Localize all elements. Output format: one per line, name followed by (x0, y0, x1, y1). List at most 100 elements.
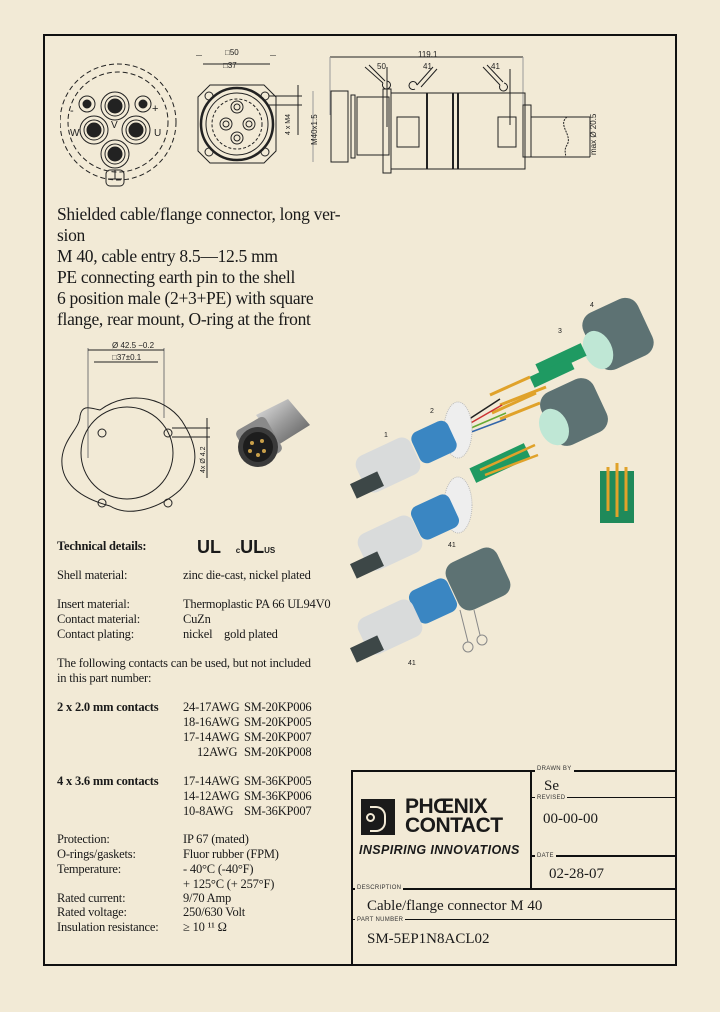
dim-cable: max Ø 20.5 (589, 113, 598, 155)
assembly-wrench-label-2: 41 (408, 660, 416, 667)
spec-label: Temperature: (57, 862, 122, 876)
spec-value: CuZn (183, 612, 211, 626)
pin-label-plus: + (152, 103, 158, 115)
spec-label: Contact plating: (57, 627, 134, 641)
contact-group-name: 4 x 3.6 mm contacts (57, 774, 159, 788)
spec-value: 250/630 Volt (183, 905, 246, 919)
title-block-divider (532, 855, 677, 857)
dim-cutout-square: □37±0.1 (112, 353, 142, 362)
description-line: M 40, cable entry 8.5—12.5 mm (57, 246, 278, 266)
spec-label: Rated voltage: (57, 905, 127, 919)
side-view-drawing: 50 41 41 M40x1.5 max Ø 20.5 (310, 56, 598, 174)
spec-value: zinc die-cast, nickel plated (183, 568, 311, 582)
description-line: PE connecting earth pin to the shell (57, 267, 296, 287)
dim-thread: M40x1.5 (310, 114, 319, 145)
contact-part: SM-20KP005 (244, 715, 312, 729)
description-line: 6 position male (2+3+PE) with square (57, 288, 314, 308)
assembly-label-3: 3 (558, 328, 562, 335)
contact-awg: 10-8AWG (183, 804, 234, 818)
contact-awg: 17-14AWG (183, 730, 240, 744)
spec-value: ≥ 10 ¹¹ Ω (183, 920, 227, 934)
cul-us-mark: US (264, 546, 276, 555)
phoenix-logo-icon (361, 799, 395, 835)
ul-logo-icon: UL (197, 537, 221, 557)
dim-overall-length: 119.1 (418, 50, 438, 59)
dim-outer-square: □50 (225, 48, 239, 57)
assembly-exploded-illustration: 1 2 3 4 41 41 (350, 297, 654, 667)
description-line: Shielded cable/flange connector, long ve… (57, 204, 341, 224)
panel-cutout-drawing: 4x Ø 4.2 (61, 348, 210, 512)
dim-cutout-holes: 4x Ø 4.2 (200, 446, 207, 473)
wrench-size-1: 50 (377, 62, 386, 71)
pin-label-v: V (111, 120, 118, 131)
company-logo-text: PHŒNIX CONTACT (405, 795, 503, 837)
product-description: Shielded cable/flange connector, long ve… (57, 204, 357, 330)
title-block-divider (351, 919, 677, 920)
dim-cutout-diameter: Ø 42.5 −0.2 (112, 341, 155, 350)
spec-label: O-rings/gaskets: (57, 847, 136, 861)
description-line: sion (57, 225, 85, 245)
assembly-label-2: 2 (430, 408, 434, 415)
contact-part: SM-36KP006 (244, 789, 312, 803)
contact-awg: 12AWG (197, 745, 238, 759)
title-block-divider (530, 770, 532, 888)
logo-line-1: PHŒNIX (405, 795, 488, 818)
drawn-by-value: Se (544, 778, 559, 794)
pin-label-u: U (154, 128, 161, 139)
revised-label: REVISED (535, 795, 568, 801)
assembly-label-4: 4 (590, 302, 594, 309)
contact-awg: 24-17AWG (183, 700, 240, 714)
contact-part: SM-20KP006 (244, 700, 312, 714)
contact-part: SM-36KP005 (244, 774, 312, 788)
dim-inner-square: □37 (223, 61, 237, 70)
spec-label: Contact material: (57, 612, 141, 626)
drawn-by-label: DRAWN BY (535, 766, 574, 772)
wrench-size-2: 41 (423, 62, 432, 71)
revised-value: 00-00-00 (543, 811, 598, 827)
title-block-divider (351, 888, 677, 890)
connector-photo (236, 399, 310, 467)
spec-value: Fluor rubber (FPM) (183, 847, 279, 861)
contact-group-name: 2 x 2.0 mm contacts (57, 700, 159, 714)
spec-value: nickel gold plated (183, 627, 278, 641)
spec-label: Shell material: (57, 568, 128, 582)
contacts-intro-line: The following contacts can be used, but … (57, 656, 311, 670)
description-label: DESCRIPTION (355, 885, 404, 891)
part-number-value: SM-5EP1N8ACL02 (367, 931, 490, 947)
logo-line-2: CONTACT (405, 814, 503, 837)
front-pin-view-drawing: - + W V U (60, 63, 177, 187)
spec-value: - 40°C (-40°F) (183, 862, 254, 876)
contacts-intro-line: in this part number: (57, 671, 152, 685)
spec-value: 9/70 Amp (183, 891, 232, 905)
wrench-size-3: 41 (491, 62, 500, 71)
date-label: DATE (535, 853, 556, 859)
dim-mounting-holes: 4 x M4 (285, 114, 292, 135)
spec-label: Insulation resistance: (57, 920, 159, 934)
spec-value: + 125°C (+ 257°F) (183, 877, 275, 891)
part-number-label: PART NUMBER (355, 917, 406, 923)
spec-label: Insert material: (57, 597, 130, 611)
technical-heading: Technical details: (57, 539, 147, 553)
title-block-divider (532, 797, 677, 798)
description-line: flange, rear mount, O-ring at the front (57, 309, 311, 329)
contact-awg: 17-14AWG (183, 774, 240, 788)
spec-label: Protection: (57, 832, 110, 846)
contact-part: SM-20KP008 (244, 745, 312, 759)
assembly-wrench-label-1: 41 (448, 542, 456, 549)
cul-c-mark: c (235, 546, 241, 555)
assembly-label-1: 1 (384, 432, 388, 439)
certification-marks: UL cULUS (197, 537, 275, 558)
spec-value: Thermoplastic PA 66 UL94V0 (183, 597, 331, 611)
pin-label-w: W (70, 128, 80, 139)
date-value: 02-28-07 (549, 866, 604, 882)
contact-awg: 14-12AWG (183, 789, 240, 803)
company-tagline: INSPIRING INNOVATIONS (359, 843, 520, 857)
pin-label-minus: - (70, 105, 74, 117)
cul-logo-icon: UL (240, 537, 265, 557)
title-block (351, 770, 677, 966)
contact-awg: 18-16AWG (183, 715, 240, 729)
spec-label: Rated current: (57, 891, 126, 905)
flange-view-drawing: 4 x M4 (196, 55, 302, 164)
drawing-frame (43, 34, 677, 966)
description-value: Cable/flange connector M 40 (367, 898, 543, 914)
